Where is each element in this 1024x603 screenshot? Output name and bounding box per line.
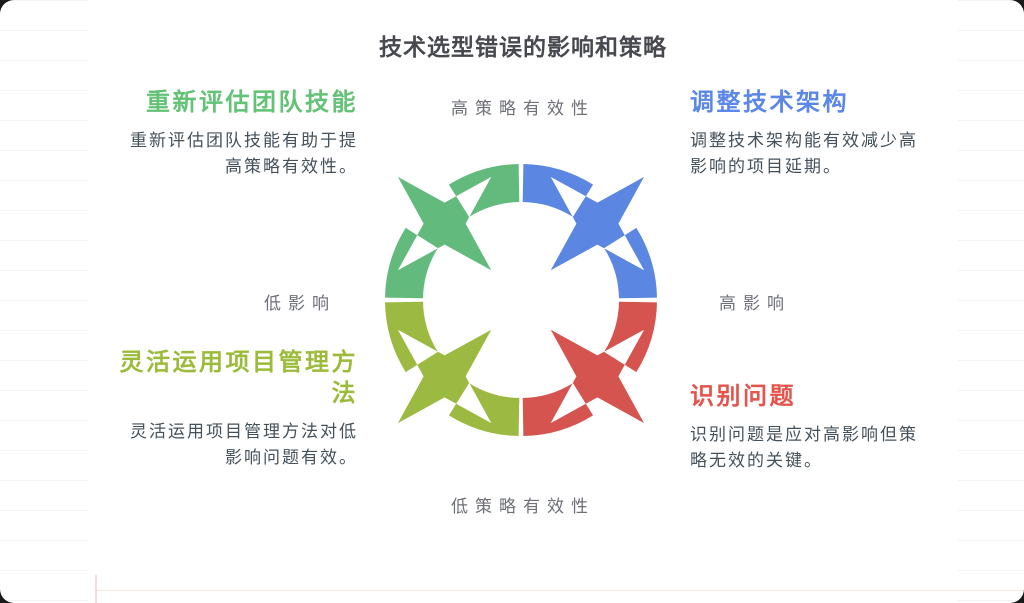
quadrant-bottom-right-body: 识别问题是应对高影响但策 略无效的关键。: [690, 425, 918, 471]
guide-line-vertical: [95, 575, 97, 603]
axis-label-top: 高策略有效性: [451, 99, 595, 118]
quadrant-top-left-body: 重新评估团队技能有助于提 高策略有效性。: [130, 131, 358, 177]
axis-label-left: 低影响: [264, 294, 336, 313]
quadrant-bottom-left-heading: 灵活运用项目管理方 法: [119, 349, 358, 408]
cycle-diagram: [385, 164, 657, 436]
cycle-segment-bottom-right-arrow: [522, 301, 657, 436]
quadrant-top-right-heading: 调整技术架构: [690, 89, 849, 116]
quadrant-bottom-left-body: 灵活运用项目管理方法对低 影响问题有效。: [130, 422, 358, 468]
guide-line-horizontal: [95, 590, 1024, 591]
page-title: 技术选型错误的影响和策略: [379, 34, 667, 60]
quadrant-bottom-right: 识别问题 识别问题是应对高影响但策 略无效的关键。: [690, 381, 952, 474]
quadrant-top-left-heading: 重新评估团队技能: [146, 89, 358, 116]
quadrant-top-right: 调整技术架构 调整技术架构能有效减少高 影响的项目延期。: [690, 87, 952, 180]
axis-label-right: 高影响: [719, 294, 791, 313]
quadrant-top-left: 重新评估团队技能 重新评估团队技能有助于提 高策略有效性。: [98, 87, 358, 180]
quadrant-top-right-body: 调整技术架构能有效减少高 影响的项目延期。: [690, 131, 918, 177]
cycle-segment-top-right-arrow: [522, 164, 657, 299]
content-card: [88, 0, 958, 603]
cycle-segment-bottom-left-arrow: [385, 301, 520, 436]
axis-label-bottom: 低策略有效性: [451, 497, 595, 516]
quadrant-bottom-right-heading: 识别问题: [690, 383, 796, 410]
cycle-segment-top-left-arrow: [385, 164, 520, 299]
quadrant-bottom-left: 灵活运用项目管理方 法 灵活运用项目管理方法对低 影响问题有效。: [98, 347, 358, 471]
